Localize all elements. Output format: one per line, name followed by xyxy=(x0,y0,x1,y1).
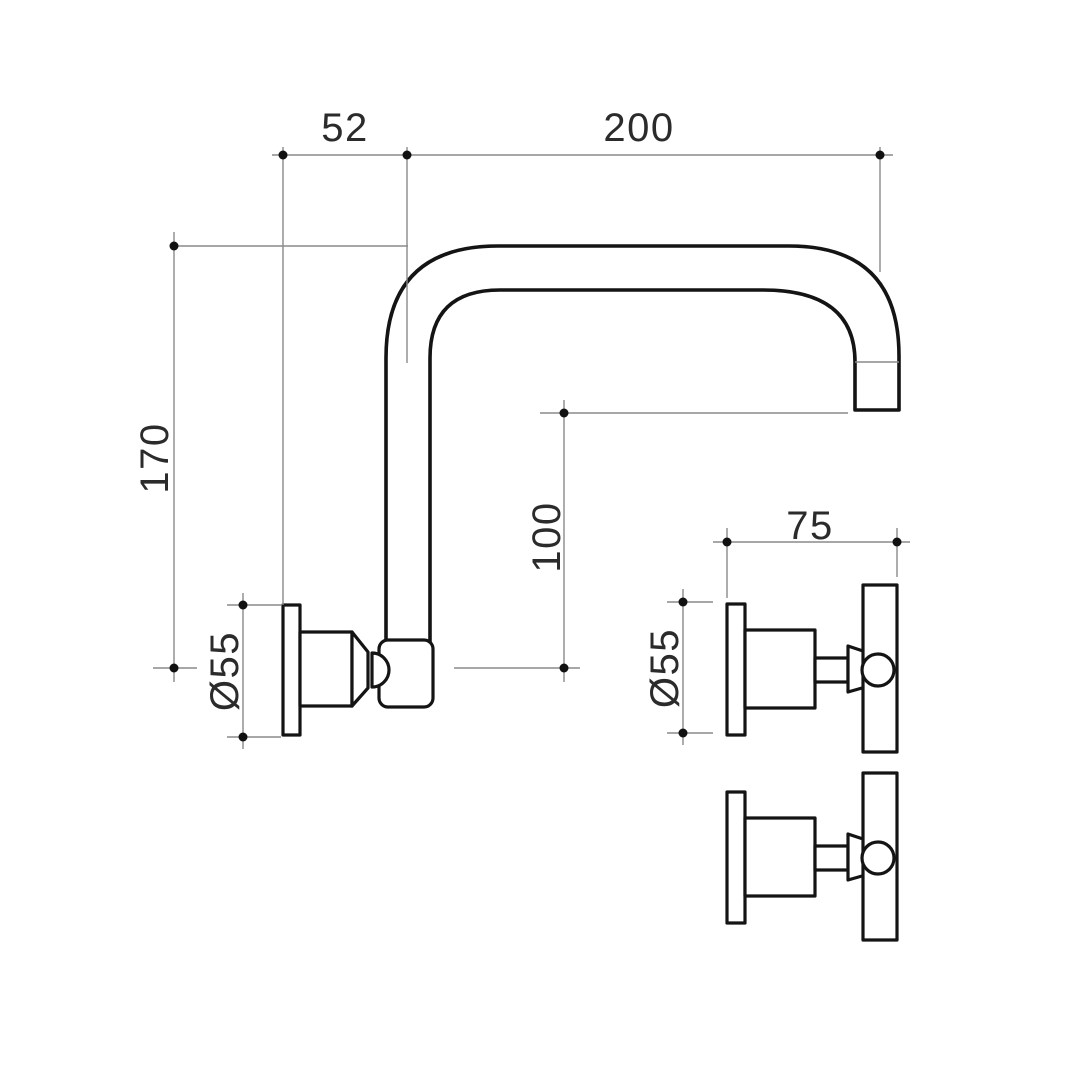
dot xyxy=(678,728,688,738)
spout-wall-flange xyxy=(281,603,302,737)
dot xyxy=(678,597,688,607)
dim-label-dia55-right: Ø55 xyxy=(643,628,687,708)
handle-upper-body xyxy=(743,628,817,710)
dim-label-170: 170 xyxy=(133,422,177,493)
dimension-labels: 52 200 170 100 Ø55 75 Ø55 xyxy=(133,106,834,711)
spout-tube-outline xyxy=(384,244,901,646)
dot xyxy=(875,150,885,160)
dot xyxy=(278,150,288,160)
dot xyxy=(169,241,179,251)
dot xyxy=(722,537,732,547)
spout-ball-joint xyxy=(370,651,391,689)
handle-lower-stem xyxy=(813,844,850,872)
dot xyxy=(559,408,569,418)
spout-mount-body xyxy=(298,630,354,708)
handle-upper xyxy=(725,583,899,754)
dot xyxy=(892,537,902,547)
dot xyxy=(238,600,248,610)
handle-upper-stem xyxy=(813,656,850,684)
spout-view xyxy=(281,244,901,737)
dot xyxy=(402,150,412,160)
spout-taper-connector xyxy=(350,630,370,708)
handle-lower xyxy=(725,771,899,942)
dot xyxy=(238,732,248,742)
handle-lower-wall-flange xyxy=(725,790,747,925)
handle-upper-ball-joint xyxy=(860,652,896,688)
dim-label-52: 52 xyxy=(321,106,369,150)
dim-label-100: 100 xyxy=(525,501,569,572)
dim-label-200: 200 xyxy=(603,106,674,150)
dim-label-75: 75 xyxy=(786,504,834,548)
dot xyxy=(169,663,179,673)
dim-label-dia55-left: Ø55 xyxy=(203,631,247,711)
handle-upper-wall-flange xyxy=(725,602,747,737)
dot xyxy=(559,663,569,673)
handle-lower-body xyxy=(743,816,817,898)
handle-lower-ball-joint xyxy=(860,840,896,876)
dimension-dots xyxy=(169,150,902,742)
